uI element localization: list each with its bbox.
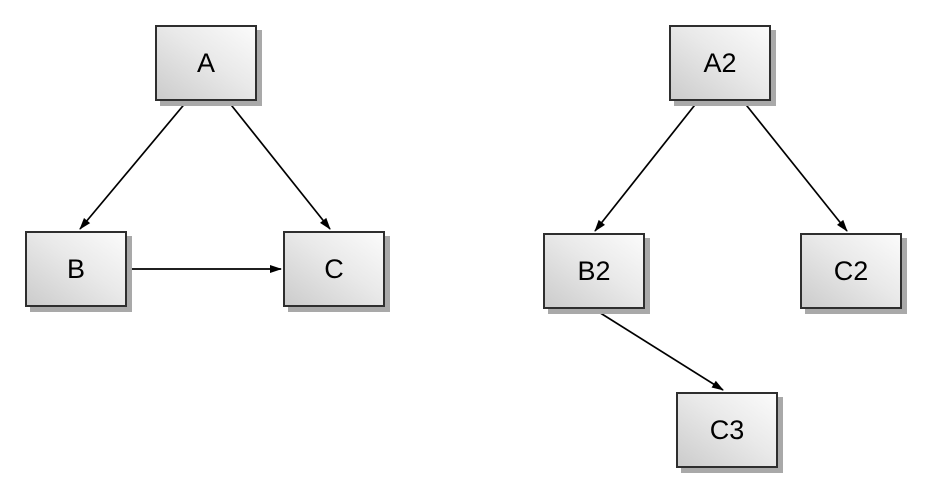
node-C: C <box>283 231 385 307</box>
node-C2: C2 <box>800 233 902 309</box>
node-C3: C3 <box>676 392 778 468</box>
node-label-A: A <box>196 47 215 78</box>
edge-B2-to-C3 <box>593 308 724 391</box>
node-B: B <box>25 231 127 307</box>
node-label-B: B <box>66 253 85 284</box>
edge-A2-to-B2 <box>594 100 699 232</box>
node-label-C2: C2 <box>833 255 869 286</box>
node-label-A2: A2 <box>703 47 737 78</box>
node-label-B2: B2 <box>577 255 611 286</box>
edges-group <box>79 100 848 391</box>
node-label-C: C <box>324 253 344 284</box>
node-A2: A2 <box>669 25 771 101</box>
node-B2: B2 <box>543 233 645 309</box>
node-A: A <box>155 25 257 101</box>
edge-A2-to-C2 <box>742 100 848 232</box>
edge-A-to-C <box>227 100 331 230</box>
edge-A-to-B <box>79 100 188 230</box>
node-label-C3: C3 <box>709 414 745 445</box>
